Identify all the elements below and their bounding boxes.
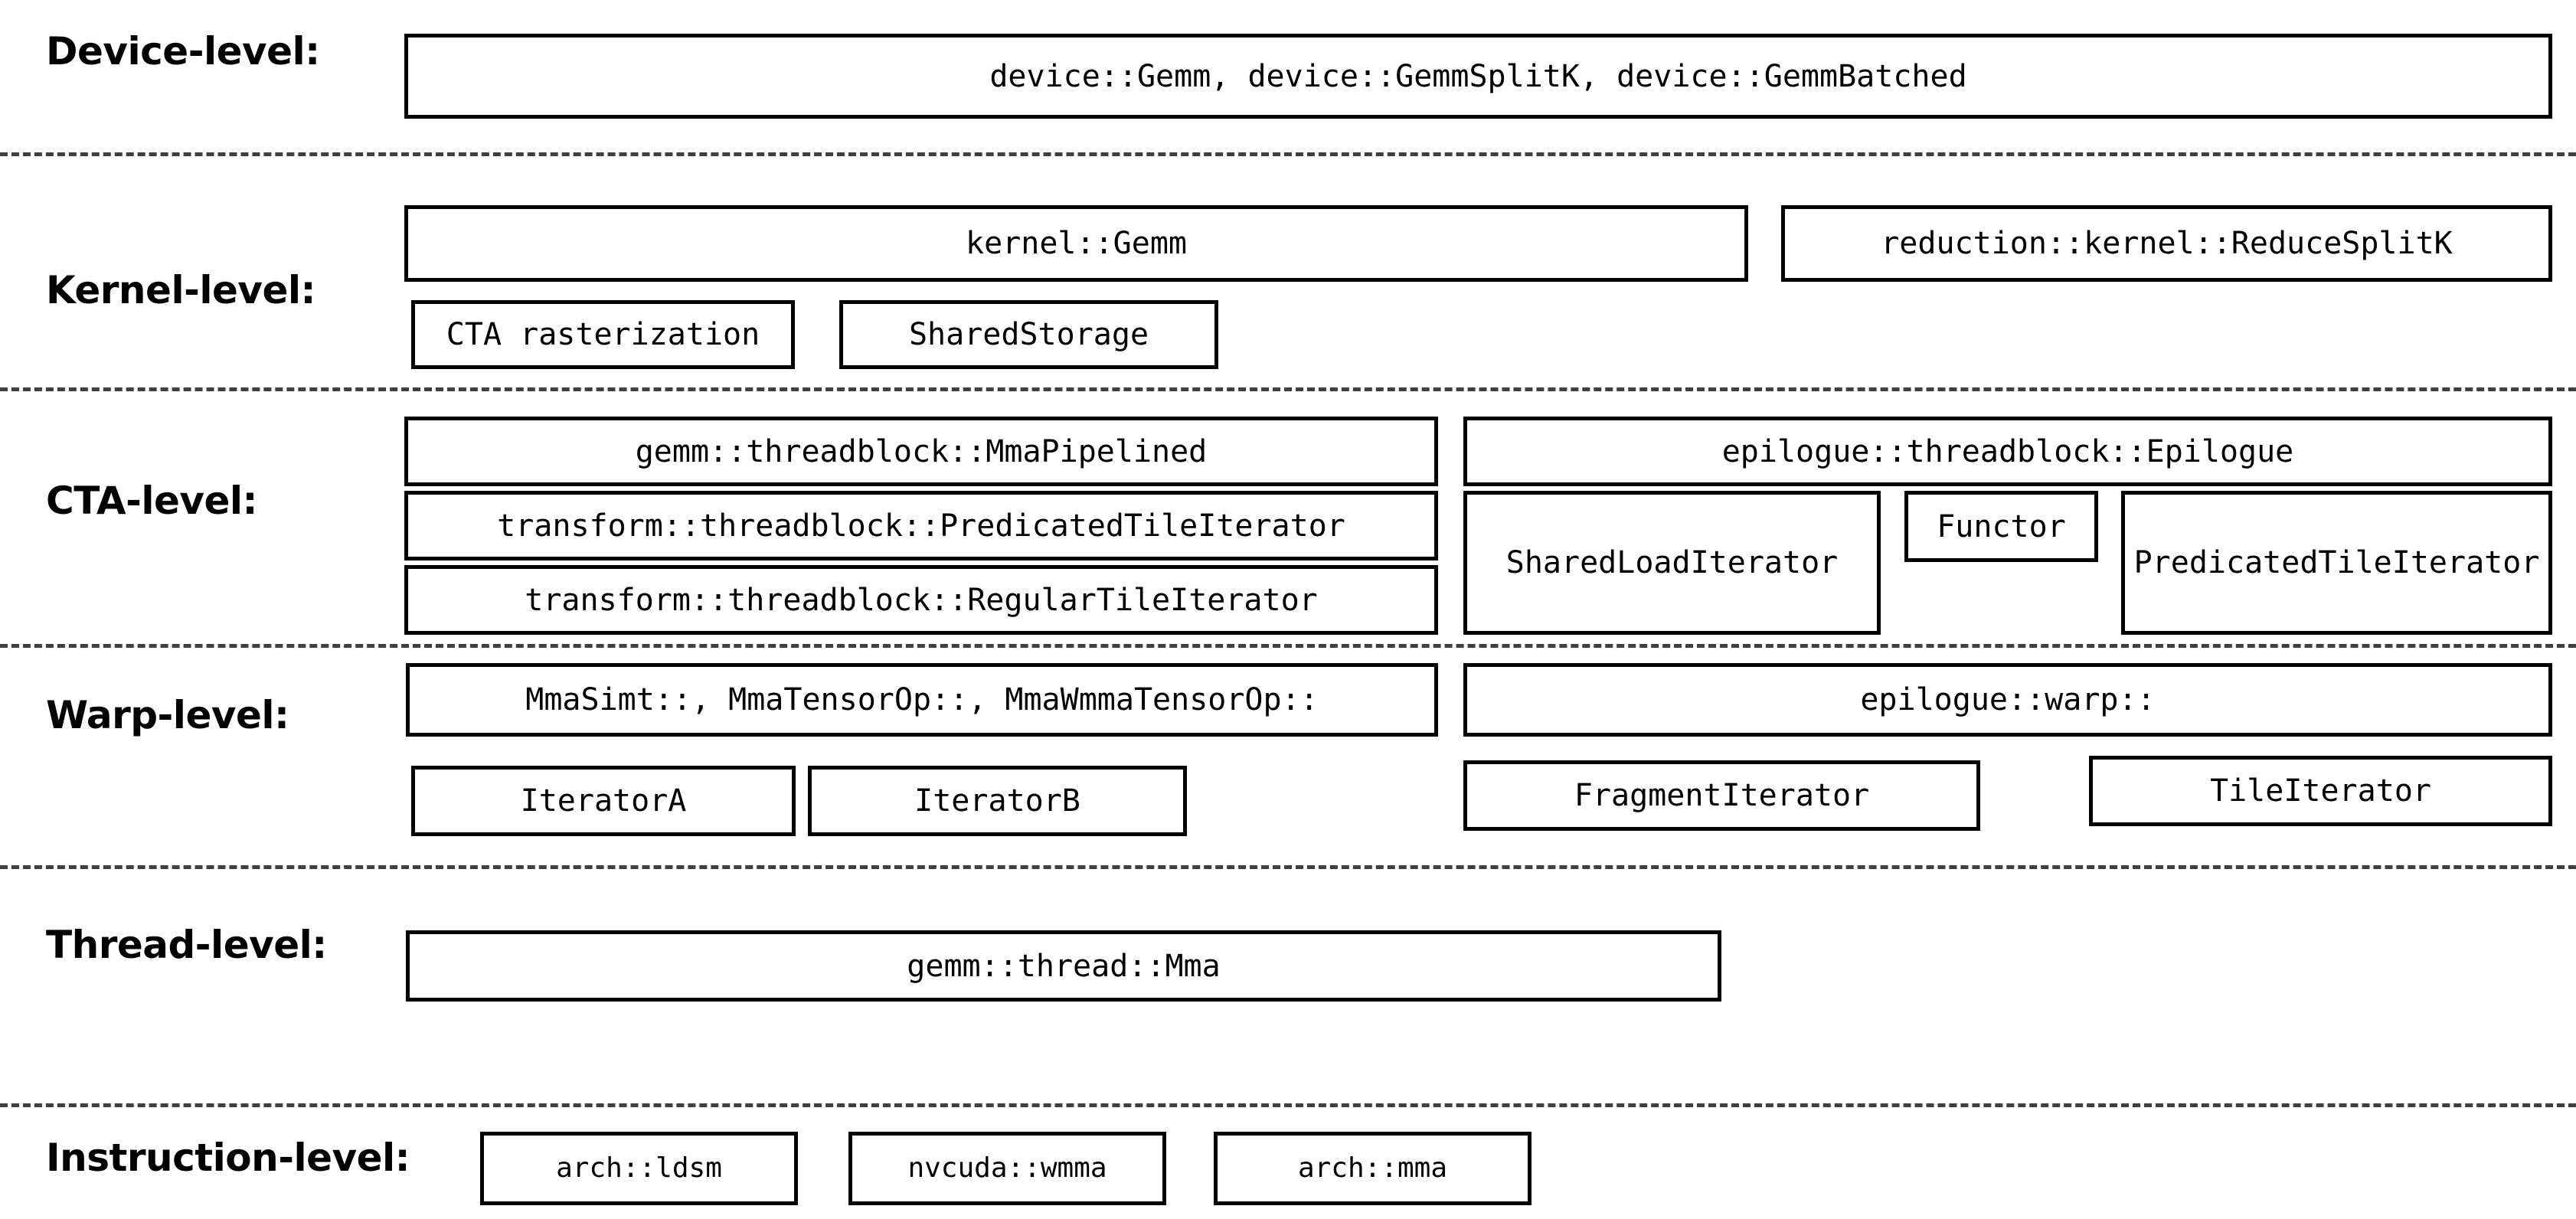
divider-device-kernel (0, 152, 2576, 156)
box-epilogue-predicatedtileiterator[interactable]: PredicatedTileIterator (2121, 491, 2552, 635)
box-warp-tile-iterator[interactable]: TileIterator (2089, 756, 2552, 826)
box-reduction-kernel-reducesplitk-label: reduction::kernel::ReduceSplitK (1881, 226, 2453, 261)
box-warp-iterator-b-label: IteratorB (914, 783, 1080, 819)
box-warp-iterator-a[interactable]: IteratorA (411, 766, 796, 836)
box-arch-mma[interactable]: arch::mma (1214, 1132, 1532, 1205)
box-gemm-threadblock-mmapipelined-label: gemm::threadblock::MmaPipelined (635, 433, 1208, 469)
box-warp-mma-variants-label: MmaSimt::, MmaTensorOp::, MmaWmmaTensorO… (525, 682, 1319, 717)
box-epilogue-threadblock-epilogue-label: epilogue::threadblock::Epilogue (1721, 433, 2294, 469)
box-transform-threadblock-regulartileiterator-label: transform::threadblock::RegularTileItera… (525, 582, 1318, 618)
box-arch-mma-label: arch::mma (1297, 1152, 1448, 1184)
box-epilogue-threadblock-epilogue[interactable]: epilogue::threadblock::Epilogue (1463, 417, 2552, 486)
divider-warp-thread (0, 865, 2576, 869)
row-label-warp-level: Warp-level: (46, 693, 289, 737)
box-device-gemm[interactable]: device::Gemm, device::GemmSplitK, device… (404, 34, 2552, 119)
divider-thread-instruction (0, 1103, 2576, 1107)
box-kernel-gemm-label: kernel::Gemm (966, 226, 1187, 261)
box-device-gemm-label: device::Gemm, device::GemmSplitK, device… (989, 58, 1967, 94)
box-transform-threadblock-predicatedtileiterator[interactable]: transform::threadblock::PredicatedTileIt… (404, 491, 1438, 560)
box-epilogue-warp-label: epilogue::warp:: (1860, 682, 2156, 717)
row-label-instruction-level: Instruction-level: (46, 1136, 410, 1180)
divider-cta-warp (0, 644, 2576, 648)
box-gemm-thread-mma[interactable]: gemm::thread::Mma (406, 930, 1721, 1002)
box-transform-threadblock-regulartileiterator[interactable]: transform::threadblock::RegularTileItera… (404, 565, 1438, 635)
box-warp-iterator-a-label: IteratorA (520, 783, 687, 819)
row-label-kernel-level: Kernel-level: (46, 268, 316, 312)
box-epilogue-warp[interactable]: epilogue::warp:: (1463, 663, 2552, 737)
box-warp-tile-iterator-label: TileIterator (2210, 773, 2431, 809)
box-functor[interactable]: Functor (1904, 491, 2098, 562)
box-cta-rasterization-label: CTA rasterization (446, 317, 760, 352)
box-kernel-gemm[interactable]: kernel::Gemm (404, 205, 1748, 282)
row-label-thread-level: Thread-level: (46, 923, 327, 967)
box-gemm-threadblock-mmapipelined[interactable]: gemm::threadblock::MmaPipelined (404, 417, 1438, 486)
box-nvcuda-wmma-label: nvcuda::wmma (907, 1152, 1107, 1184)
box-warp-iterator-b[interactable]: IteratorB (808, 766, 1187, 836)
box-functor-label: Functor (1937, 508, 2066, 544)
box-nvcuda-wmma[interactable]: nvcuda::wmma (848, 1132, 1166, 1205)
box-gemm-thread-mma-label: gemm::thread::Mma (907, 948, 1221, 984)
box-shared-storage-label: SharedStorage (908, 317, 1149, 352)
box-reduction-kernel-reducesplitk[interactable]: reduction::kernel::ReduceSplitK (1781, 205, 2552, 282)
box-warp-fragment-iterator[interactable]: FragmentIterator (1463, 760, 1980, 831)
box-warp-fragment-iterator-label: FragmentIterator (1574, 778, 1870, 813)
box-arch-ldsm[interactable]: arch::ldsm (480, 1132, 798, 1205)
box-shared-storage[interactable]: SharedStorage (839, 300, 1218, 369)
row-label-cta-level: CTA-level: (46, 479, 258, 523)
box-epilogue-predicatedtileiterator-label: PredicatedTileIterator (2133, 545, 2540, 580)
box-warp-mma-variants[interactable]: MmaSimt::, MmaTensorOp::, MmaWmmaTensorO… (406, 663, 1438, 737)
box-arch-ldsm-label: arch::ldsm (556, 1152, 722, 1184)
row-label-device-level: Device-level: (46, 29, 320, 74)
box-cta-rasterization[interactable]: CTA rasterization (411, 300, 795, 369)
box-shared-load-iterator-label: SharedLoadIterator (1505, 545, 1839, 580)
box-shared-load-iterator[interactable]: SharedLoadIterator (1463, 491, 1881, 635)
divider-kernel-cta (0, 387, 2576, 391)
box-transform-threadblock-predicatedtileiterator-label: transform::threadblock::PredicatedTileIt… (497, 508, 1345, 544)
